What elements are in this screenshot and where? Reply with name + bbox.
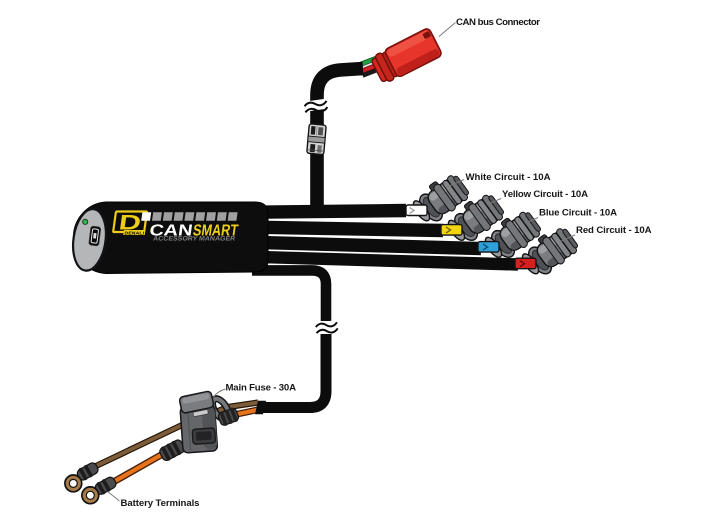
svg-text:Battery Terminals: Battery Terminals — [121, 498, 200, 509]
svg-text:ACCESSORY MANAGER: ACCESSORY MANAGER — [153, 235, 236, 242]
svg-text:Blue Circuit - 10A: Blue Circuit - 10A — [539, 208, 617, 219]
svg-text:Main Fuse - 30A: Main Fuse - 30A — [226, 383, 297, 394]
svg-text:DENALI: DENALI — [124, 230, 144, 235]
svg-text:Red Circuit - 10A: Red Circuit - 10A — [576, 225, 652, 236]
svg-text:D: D — [117, 212, 142, 235]
svg-text:Yellow Circuit - 10A: Yellow Circuit - 10A — [502, 189, 588, 200]
svg-text:CAN bus Connector: CAN bus Connector — [456, 17, 540, 28]
svg-text:SMART: SMART — [192, 222, 240, 240]
svg-text:White Circuit - 10A: White Circuit - 10A — [466, 172, 551, 183]
svg-text:CAN: CAN — [148, 222, 194, 240]
